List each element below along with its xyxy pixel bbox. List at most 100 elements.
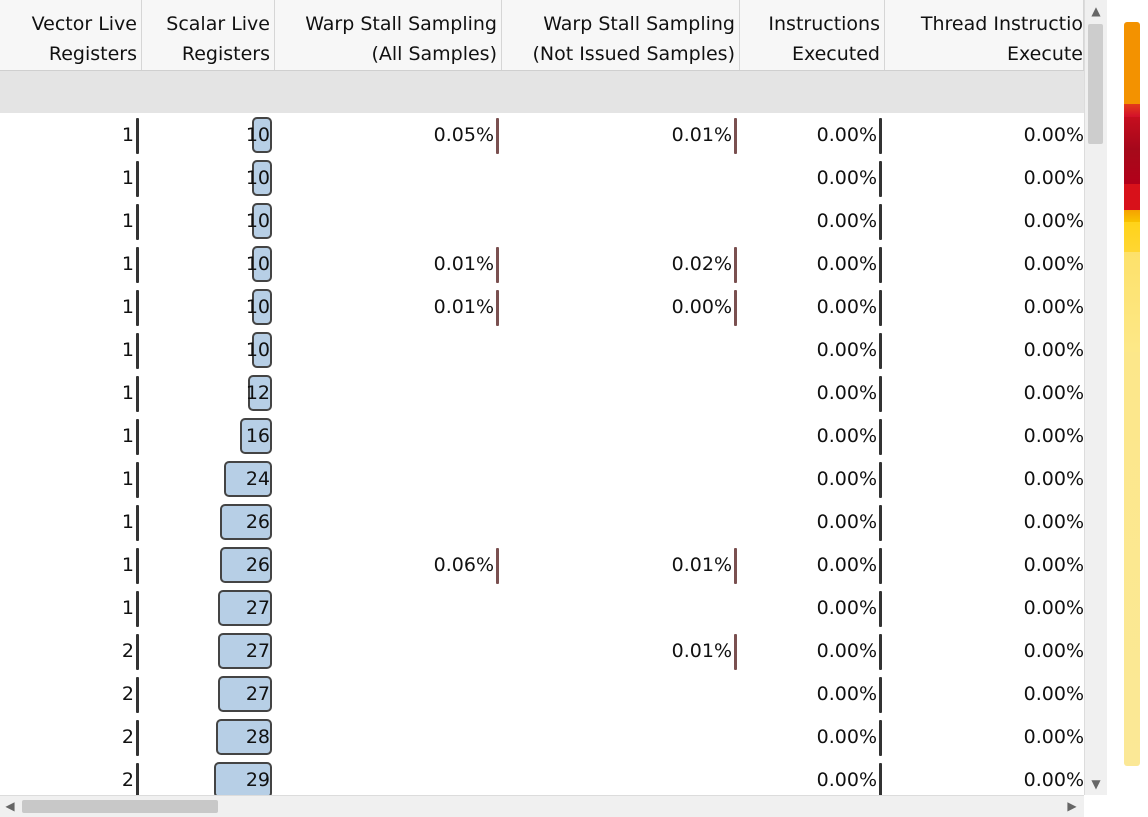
scroll-down-icon[interactable]: ▼: [1091, 777, 1101, 791]
cell-value: 0.00%: [816, 597, 877, 619]
column-header-line2: (Not Issued Samples): [532, 43, 735, 65]
scroll-up-icon[interactable]: ▲: [1091, 4, 1101, 18]
column-header-line1: Vector Live: [31, 13, 137, 35]
scroll-left-icon[interactable]: ◀: [5, 799, 15, 813]
cell-warp_all: [275, 501, 502, 544]
cell-vector_live: 1: [0, 286, 142, 329]
column-header-warp_all[interactable]: Warp Stall Sampling(All Samples): [275, 0, 502, 70]
cell-value: 0.00%: [1023, 640, 1084, 662]
cell-warp_not_issued: [502, 501, 740, 544]
scalar-register-bar: [220, 504, 272, 540]
cell-value: 0.00%: [816, 726, 877, 748]
value-bar-marker: [136, 333, 139, 369]
cell-instr_exec: 0.00%: [740, 372, 885, 415]
column-header-warp_not_issued[interactable]: Warp Stall Sampling(Not Issued Samples): [502, 0, 740, 70]
vertical-scrollbar[interactable]: ▲ ▼: [1084, 0, 1107, 795]
cell-value: 0.00%: [671, 296, 732, 318]
cell-instr_exec: 0.00%: [740, 200, 885, 243]
cell-warp_not_issued: 0.01%: [502, 114, 740, 157]
cell-thread_instr: 0.00%: [885, 673, 1084, 716]
column-header-line2: Execute: [1007, 43, 1083, 65]
cell-value: 27: [245, 597, 270, 619]
cell-vector_live: 2: [0, 759, 142, 795]
cell-scalar_live: 10: [142, 329, 275, 372]
value-bar-marker: [734, 118, 737, 154]
cell-vector_live: 1: [0, 544, 142, 587]
horizontal-scrollbar[interactable]: ◀ ▶: [0, 795, 1084, 817]
cell-value: 1: [121, 554, 134, 576]
value-bar-marker: [879, 118, 882, 154]
value-bar-marker: [879, 634, 882, 670]
cell-value: 0.00%: [816, 382, 877, 404]
cell-warp_all: [275, 673, 502, 716]
cell-value: 0.00%: [1023, 382, 1084, 404]
cell-vector_live: 1: [0, 329, 142, 372]
value-bar-marker: [136, 462, 139, 498]
value-bar-marker: [136, 118, 139, 154]
cell-warp_all: [275, 759, 502, 795]
value-bar-marker: [136, 161, 139, 197]
cell-value: 26: [245, 554, 270, 576]
value-bar-marker: [879, 247, 882, 283]
value-bar-marker: [879, 161, 882, 197]
cell-value: 0.06%: [433, 554, 494, 576]
scalar-register-bar: [252, 160, 272, 196]
scroll-right-icon[interactable]: ▶: [1067, 799, 1077, 813]
cell-warp_all: 0.05%: [275, 114, 502, 157]
vertical-scroll-thumb[interactable]: [1088, 24, 1103, 144]
cell-value: 0.02%: [671, 253, 732, 275]
value-bar-marker: [136, 763, 139, 795]
cell-value: 10: [245, 124, 270, 146]
value-bar-marker: [136, 419, 139, 455]
cell-warp_not_issued: [502, 200, 740, 243]
scalar-register-bar: [218, 590, 272, 626]
column-header-line1: Thread Instructio: [920, 13, 1083, 35]
cell-value: 0.01%: [671, 124, 732, 146]
cell-vector_live: 1: [0, 157, 142, 200]
horizontal-scroll-thumb[interactable]: [22, 800, 218, 813]
heat-minimap[interactable]: [1124, 22, 1140, 766]
cell-warp_not_issued: [502, 716, 740, 759]
cell-vector_live: 1: [0, 415, 142, 458]
value-bar-marker: [879, 333, 882, 369]
cell-value: 0.00%: [1023, 769, 1084, 791]
cell-value: 0.01%: [433, 253, 494, 275]
cell-instr_exec: 0.00%: [740, 286, 885, 329]
cell-warp_not_issued: [502, 157, 740, 200]
value-bar-marker: [879, 419, 882, 455]
cell-instr_exec: 0.00%: [740, 415, 885, 458]
cell-instr_exec: 0.00%: [740, 630, 885, 673]
filter-row[interactable]: [0, 71, 1084, 113]
cell-value: 0.00%: [1023, 726, 1084, 748]
cell-warp_not_issued: [502, 587, 740, 630]
cell-value: 0.00%: [1023, 683, 1084, 705]
cell-value: 10: [245, 253, 270, 275]
cell-value: 2: [121, 769, 134, 791]
cell-value: 0.00%: [816, 468, 877, 490]
value-bar-marker: [136, 247, 139, 283]
cell-value: 1: [121, 253, 134, 275]
cell-instr_exec: 0.00%: [740, 501, 885, 544]
scalar-register-bar: [252, 289, 272, 325]
